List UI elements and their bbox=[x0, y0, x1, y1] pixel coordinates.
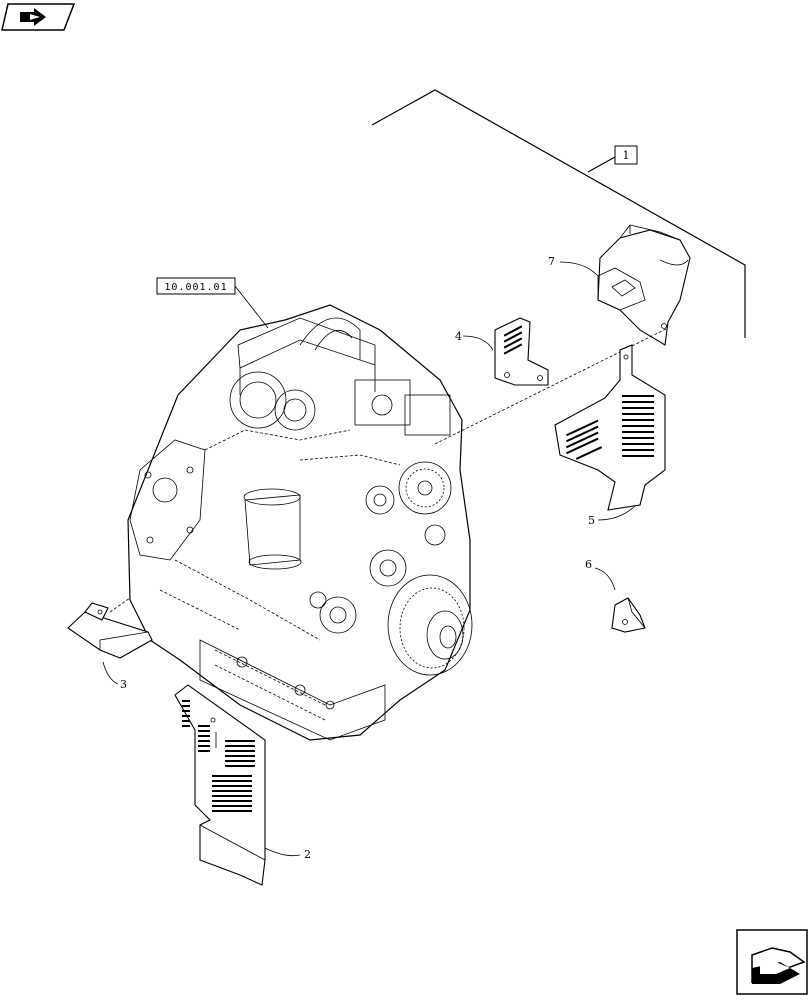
callout-7: 7 bbox=[548, 255, 555, 268]
part-7-cover-shield[interactable] bbox=[597, 224, 691, 346]
part-3-bracket[interactable] bbox=[67, 602, 153, 659]
book-arrow-icon[interactable] bbox=[1, 3, 76, 31]
callout-6: 6 bbox=[585, 558, 592, 571]
reference-label-box[interactable]: 10.001.01 bbox=[156, 277, 236, 295]
next-page-arrow-icon[interactable] bbox=[736, 929, 808, 995]
part-5-heat-shield[interactable] bbox=[554, 344, 666, 511]
group-label: 1 bbox=[623, 149, 630, 162]
part-2-heat-shield[interactable] bbox=[174, 684, 266, 886]
callout-2: 2 bbox=[304, 848, 311, 861]
part-4-mount-bracket[interactable] bbox=[494, 317, 549, 386]
callout-3: 3 bbox=[120, 678, 127, 691]
group-bracket bbox=[371, 89, 746, 338]
reference-label: 10.001.01 bbox=[164, 282, 227, 293]
callout-5: 5 bbox=[588, 514, 595, 527]
callout-4: 4 bbox=[455, 330, 462, 343]
group-label-box: 1 bbox=[614, 145, 638, 165]
part-6-clip[interactable] bbox=[611, 597, 646, 633]
engine-assembly bbox=[127, 304, 473, 741]
